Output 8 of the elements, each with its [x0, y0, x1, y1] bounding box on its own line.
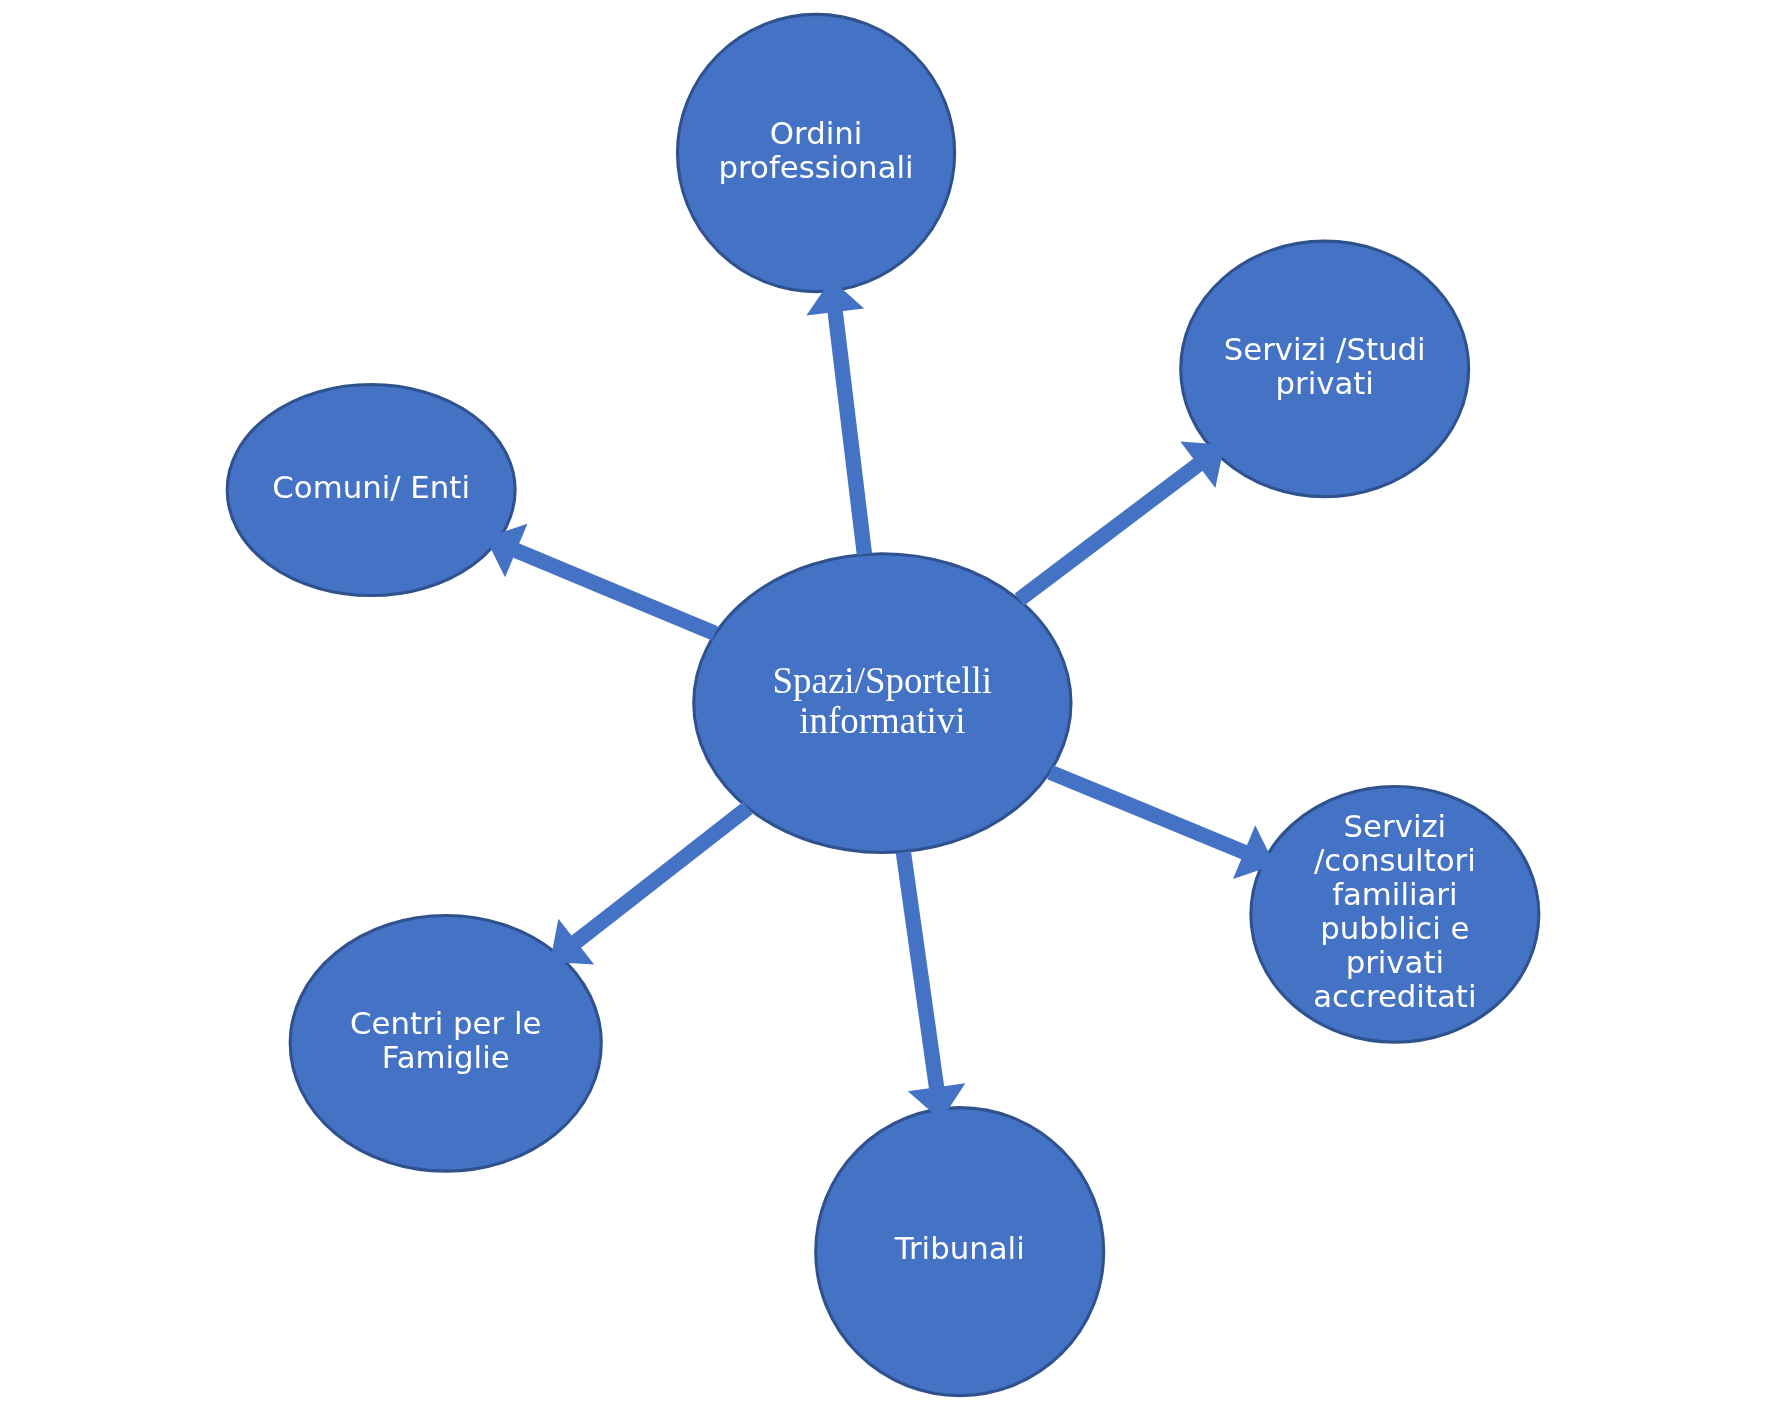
node-circle: Tribunali [813, 1106, 1105, 1398]
node-ellipse: Centri per le Famiglie [288, 913, 603, 1173]
node-ellipse: Spazi/Sportelli informativi [691, 552, 1073, 854]
node-ellipse: Comuni/ Enti [225, 383, 517, 598]
node-ellipse: Servizi /consultori familiari pubblici e privati accreditati [1248, 785, 1540, 1044]
arrow [1014, 441, 1224, 606]
node-circle: Ordini professionali [675, 12, 956, 294]
arrow [549, 801, 753, 965]
